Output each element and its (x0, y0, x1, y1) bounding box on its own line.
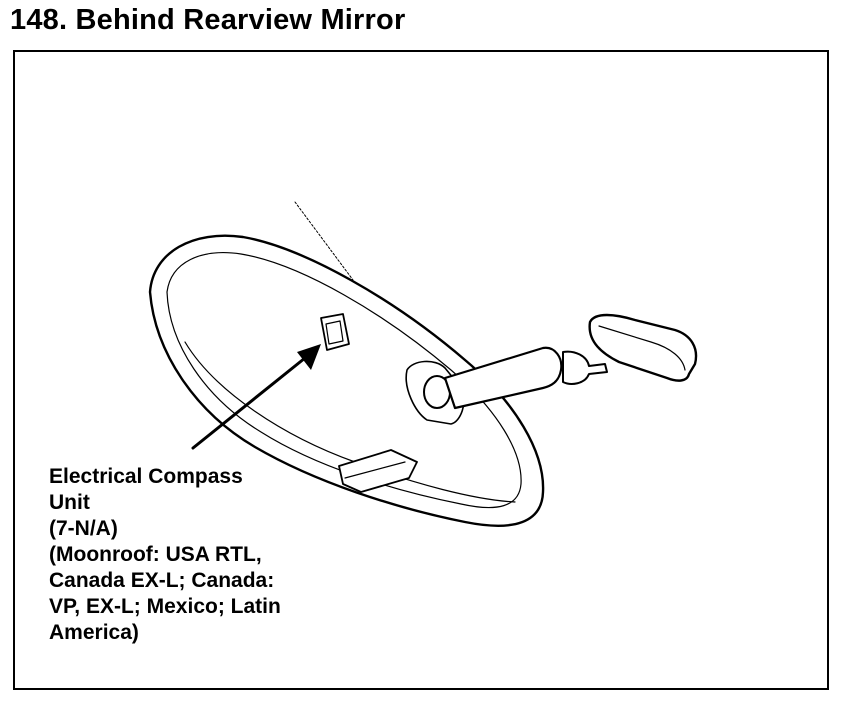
callout-line: VP, EX-L; Mexico; Latin (49, 595, 281, 618)
electrical-compass-unit-callout: Electrical Compass Unit (7-N/A) (Moonroo… (49, 464, 379, 646)
stay-neck (562, 350, 608, 385)
callout-line: Unit (49, 491, 90, 514)
page-title: 148. Behind Rearview Mirror (10, 4, 406, 36)
lower-tab (338, 449, 418, 493)
stay-arm (443, 346, 563, 410)
rearview-mirror-illustration (148, 201, 698, 527)
lower-tab-edge (344, 461, 406, 479)
mount-bracket-edge (598, 325, 686, 371)
callout-arrow-line (191, 356, 307, 450)
compass-unit-window (320, 313, 350, 351)
mirror-body-outline (148, 234, 545, 527)
mirror-inner-rim (166, 252, 522, 509)
compass-unit-inner (325, 320, 344, 345)
windshield-line (294, 201, 354, 281)
callout-arrow-head (297, 344, 321, 370)
callout-line: Electrical Compass (49, 465, 243, 488)
figure-frame: Electrical Compass Unit (7-N/A) (Moonroo… (13, 50, 829, 690)
callout-line: (Moonroof: USA RTL, (49, 543, 262, 566)
callout-line: Canada EX-L; Canada: (49, 569, 275, 592)
callout-line: (7-N/A) (49, 517, 118, 540)
callout-line: America) (49, 621, 139, 644)
